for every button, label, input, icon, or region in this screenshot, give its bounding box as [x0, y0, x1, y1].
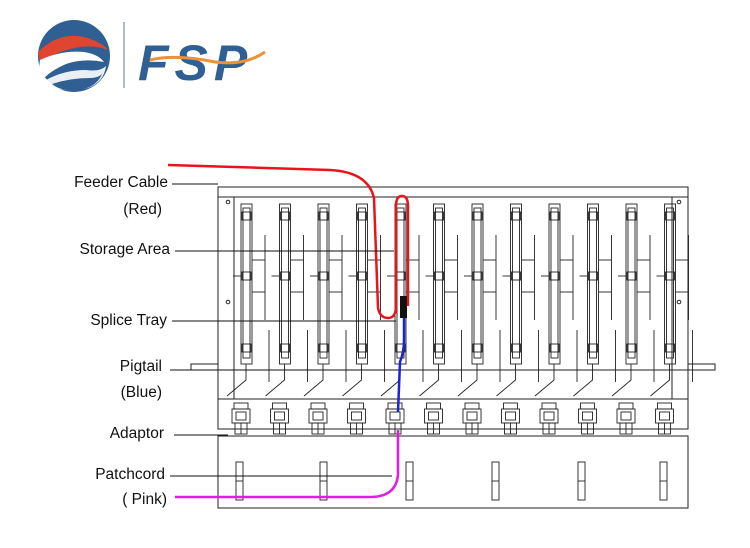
- adaptor-panel: [217, 398, 689, 430]
- splice-tray: [419, 203, 462, 397]
- splice-tray: [650, 203, 693, 397]
- screw-hole: [225, 199, 231, 205]
- patch-area: [217, 435, 689, 509]
- adaptor: [347, 402, 366, 435]
- adaptor: [424, 402, 443, 435]
- right-bracket: [687, 363, 716, 371]
- splice-tray: [573, 203, 616, 397]
- logo: FSP: [38, 20, 266, 92]
- adaptor: [655, 402, 674, 435]
- adaptor: [308, 402, 328, 435]
- adaptor: [231, 402, 251, 435]
- splice-sleeve: [400, 296, 407, 318]
- left-bracket: [190, 363, 219, 371]
- splice-tray: [226, 203, 270, 397]
- label-adaptor: Adaptor: [109, 425, 164, 442]
- pigtail-blue: [396, 306, 406, 413]
- label-pigtail: Pigtail: [119, 358, 162, 375]
- label-storage-area: Storage Area: [79, 241, 170, 258]
- adaptor: [539, 402, 559, 435]
- label-splice-tray: Splice Tray: [90, 312, 167, 329]
- label-feeder-cable: Feeder Cable: [74, 174, 168, 191]
- adaptor: [462, 402, 482, 435]
- splice-tray: [611, 203, 655, 397]
- splice-tray: [265, 203, 308, 397]
- screw-hole: [676, 199, 682, 205]
- adaptor: [385, 402, 405, 435]
- splice-tray: [496, 203, 539, 397]
- label-patchcord-note: ( Pink): [122, 491, 167, 508]
- splice-tray: [303, 203, 347, 397]
- screw-hole: [676, 299, 682, 305]
- label-feeder-cable-note: (Red): [123, 201, 162, 218]
- patchcord-pink: [175, 430, 400, 499]
- adaptor: [616, 402, 636, 435]
- adaptor: [578, 402, 597, 435]
- feeder-cable-red: [167, 163, 410, 320]
- splice-tray: [342, 203, 385, 397]
- label-pigtail-note: (Blue): [120, 384, 162, 401]
- screw-hole: [225, 299, 231, 305]
- logo-wordmark: FSP: [138, 35, 266, 91]
- label-patchcord: Patchcord: [95, 466, 165, 483]
- splice-tray: [457, 203, 501, 397]
- splice-tray: [534, 203, 578, 397]
- adaptor: [501, 402, 520, 435]
- adaptor: [270, 402, 289, 435]
- swirl-globe-icon: [38, 20, 110, 92]
